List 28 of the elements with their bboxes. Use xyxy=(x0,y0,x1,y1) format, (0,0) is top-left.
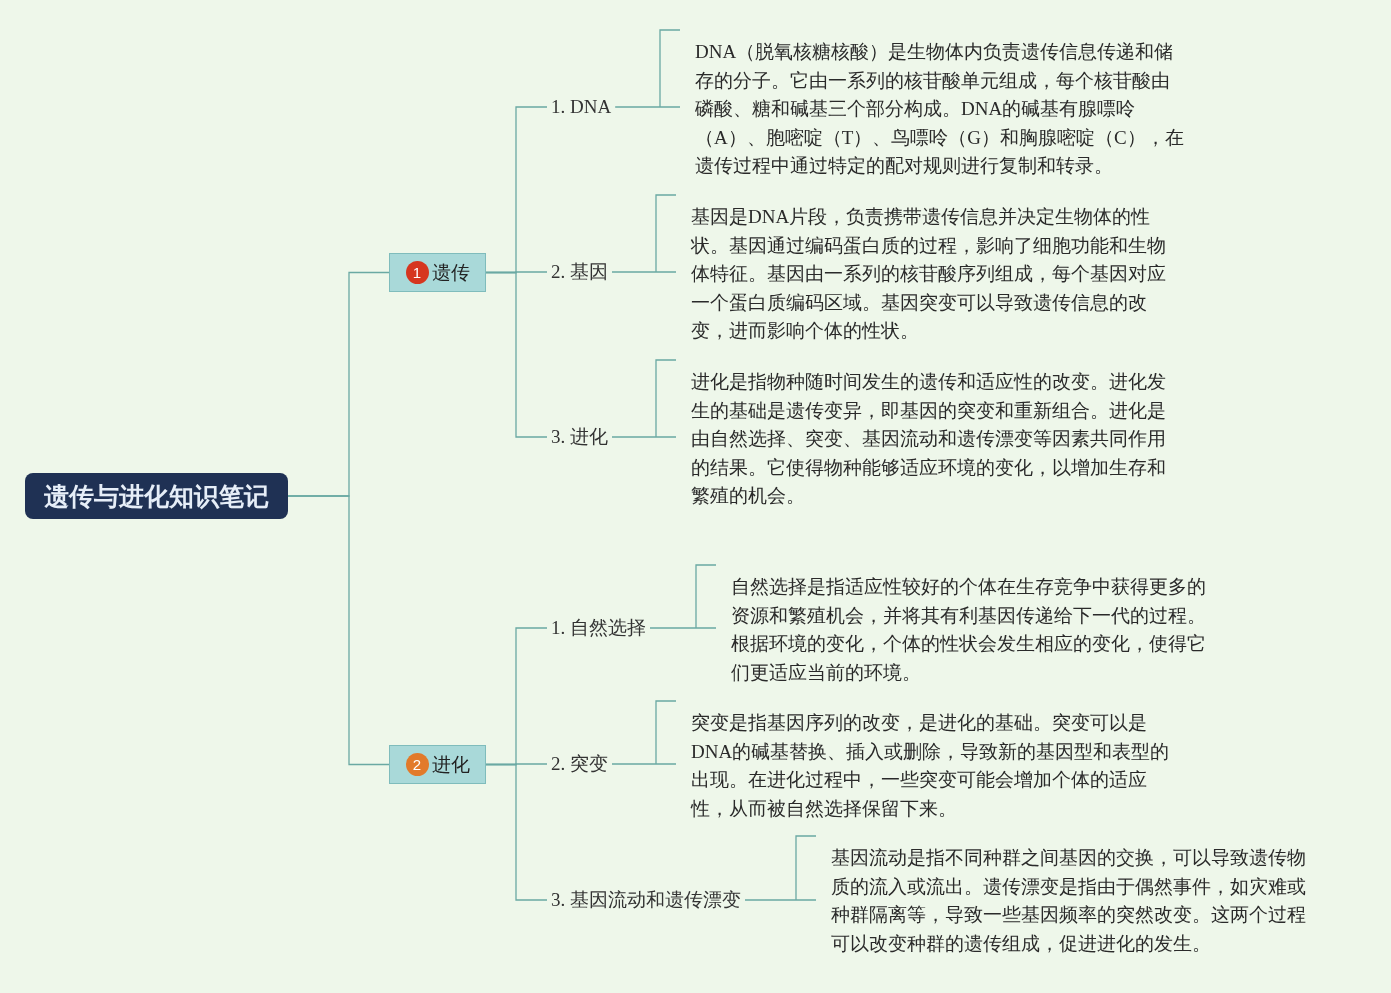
number-badge: 2 xyxy=(405,753,429,776)
branch-title: 进化 xyxy=(431,751,470,777)
description-text: 自然选择是指适应性较好的个体在生存竞争中获得更多的资源和繁殖机会，并将其有利基因传递给下一代的过程。根据环境的变化，个体的性状会发生相应的变化，使得它们更适应当前的环境。 xyxy=(716,565,1224,687)
connector-line xyxy=(485,271,548,438)
connector-line xyxy=(649,564,717,629)
description-text: DNA（脱氧核糖核酸）是生物体内负责遗传信息传递和储存的分子。它由一系列的核苷酸单元组成，每个核苷酸由磷酸、糖和碱基三个部分构成。DNA的碱基有腺嘌呤（A）、胞嘧啶（T）、鸟嘌呤（G）和胸腺嘧啶（C），在遗传过程中通过特定的配对规则进行复制和转录。 xyxy=(680,30,1188,181)
connector-line xyxy=(611,700,677,765)
description-text: 进化是指物种随时间发生的遗传和适应性的改变。进化发生的基础是遗传变异，即基因的突变和重新组合。进化是由自然选择、突变、基因流动和遗传漂变等因素共同作用的结果。它使得物种能够适应环境的变化，以增加生存和繁殖的机会。 xyxy=(676,360,1184,511)
branch-title: 遗传 xyxy=(431,259,470,285)
topic-label: 3. 进化 xyxy=(547,425,612,449)
topic-label: 3. 基因流动和遗传漂变 xyxy=(547,888,745,912)
description-text: 基因是DNA片段，负责携带遗传信息并决定生物体的性状。基因通过编码蛋白质的过程，影响了细胞功能和生物体特征。基因由一系列的核苷酸序列组成，每个基因对应一个蛋白质编码区域。基因突变可以导致遗传信息的改变，进而影响个体的性状。 xyxy=(676,195,1184,346)
number-badge: 1 xyxy=(405,261,429,284)
connector-line xyxy=(611,359,677,438)
connector-line xyxy=(744,835,817,901)
branch-node xyxy=(389,253,486,292)
topic-label: 2. 突变 xyxy=(547,752,612,776)
topic-label: 1. DNA xyxy=(547,95,616,119)
connector-line xyxy=(614,29,681,108)
connector-line xyxy=(485,763,548,901)
topic-label: 1. 自然选择 xyxy=(547,616,650,640)
topic-label: 2. 基因 xyxy=(547,260,612,284)
description-text: 基因流动是指不同种群之间基因的交换，可以导致遗传物质的流入或流出。遗传漂变是指由于偶然事件，如灾难或种群隔离等，导致一些基因频率的突然改变。这两个过程可以改变种群的遗传组成，促进进化的发生。 xyxy=(816,836,1324,958)
description-text: 突变是指基因序列的改变，是进化的基础。突变可以是DNA的碱基替换、插入或删除，导致新的基因型和表型的出现。在进化过程中，一些突变可能会增加个体的适应性，从而被自然选择保留下来。 xyxy=(676,701,1184,823)
branch-node xyxy=(389,745,486,784)
root-topic: 遗传与进化知识笔记 xyxy=(25,473,288,519)
connector-line xyxy=(611,194,677,273)
connector-line xyxy=(287,495,390,766)
